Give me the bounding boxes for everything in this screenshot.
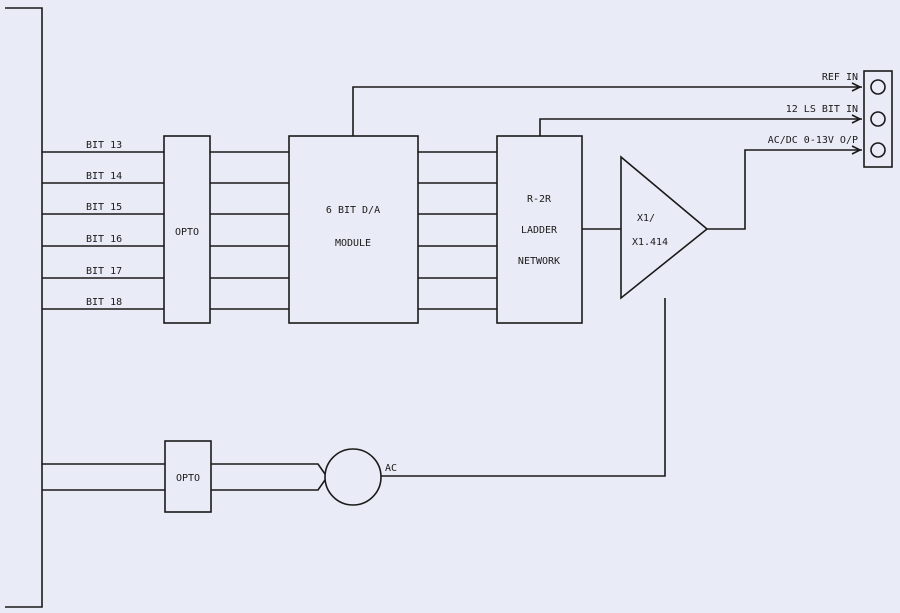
amp-to-ac-wire	[381, 298, 666, 477]
arrow-icon	[851, 145, 862, 155]
bit-label: BIT 17	[86, 266, 122, 277]
opto-to-ac-wire	[211, 479, 326, 491]
ref-in-label: REF IN	[822, 72, 858, 83]
opto-to-da-lines	[210, 151, 289, 310]
ladder-label-line1: R-2R	[527, 194, 552, 205]
amplifier-triangle	[620, 155, 709, 300]
bit-labels: BIT 13 BIT 14 BIT 15 BIT 16 BIT 17 BIT 1…	[86, 140, 122, 308]
arrowheads	[851, 82, 862, 155]
ls-bit-in-wire	[539, 118, 862, 136]
bit-label: BIT 15	[86, 202, 122, 213]
bit-label: BIT 13	[86, 140, 122, 151]
bus-rail	[5, 7, 43, 608]
arrow-icon	[851, 82, 862, 92]
opto-bottom-label: OPTO	[176, 473, 200, 484]
connector-pin	[870, 111, 886, 127]
opto-top-block	[163, 135, 211, 324]
connector-pin	[870, 142, 886, 158]
opto-bottom-block	[164, 440, 212, 513]
ref-in-wire	[352, 86, 862, 136]
opto-top-label: OPTO	[175, 227, 199, 238]
connector-pin	[870, 79, 886, 95]
bit-label: BIT 14	[86, 171, 122, 182]
da-module-label-line2: MODULE	[335, 238, 371, 249]
da-to-ladder-lines	[418, 151, 497, 310]
da-module-block	[288, 135, 419, 324]
output-label: AC/DC 0-13V O/P	[768, 135, 858, 146]
ladder-label-line3: NETWORK	[518, 256, 560, 267]
amp-label-line1: X1/	[637, 213, 655, 224]
ladder-label-line2: LADDER	[521, 225, 558, 236]
ac-source-circle	[324, 448, 382, 506]
bit-label: BIT 16	[86, 234, 122, 245]
bit-input-lines	[42, 151, 164, 310]
opto-to-ac-wire	[211, 463, 326, 475]
arrow-icon	[851, 114, 862, 124]
da-module-label-line1: 6 BIT D/A	[326, 205, 380, 216]
output-wire	[707, 149, 862, 230]
connector-block	[863, 70, 893, 168]
ls-bit-in-label: 12 LS BIT IN	[786, 104, 858, 115]
amp-label-line2: X1.414	[632, 237, 668, 248]
bit-label: BIT 18	[86, 297, 122, 308]
ac-source-label: AC	[385, 463, 397, 474]
